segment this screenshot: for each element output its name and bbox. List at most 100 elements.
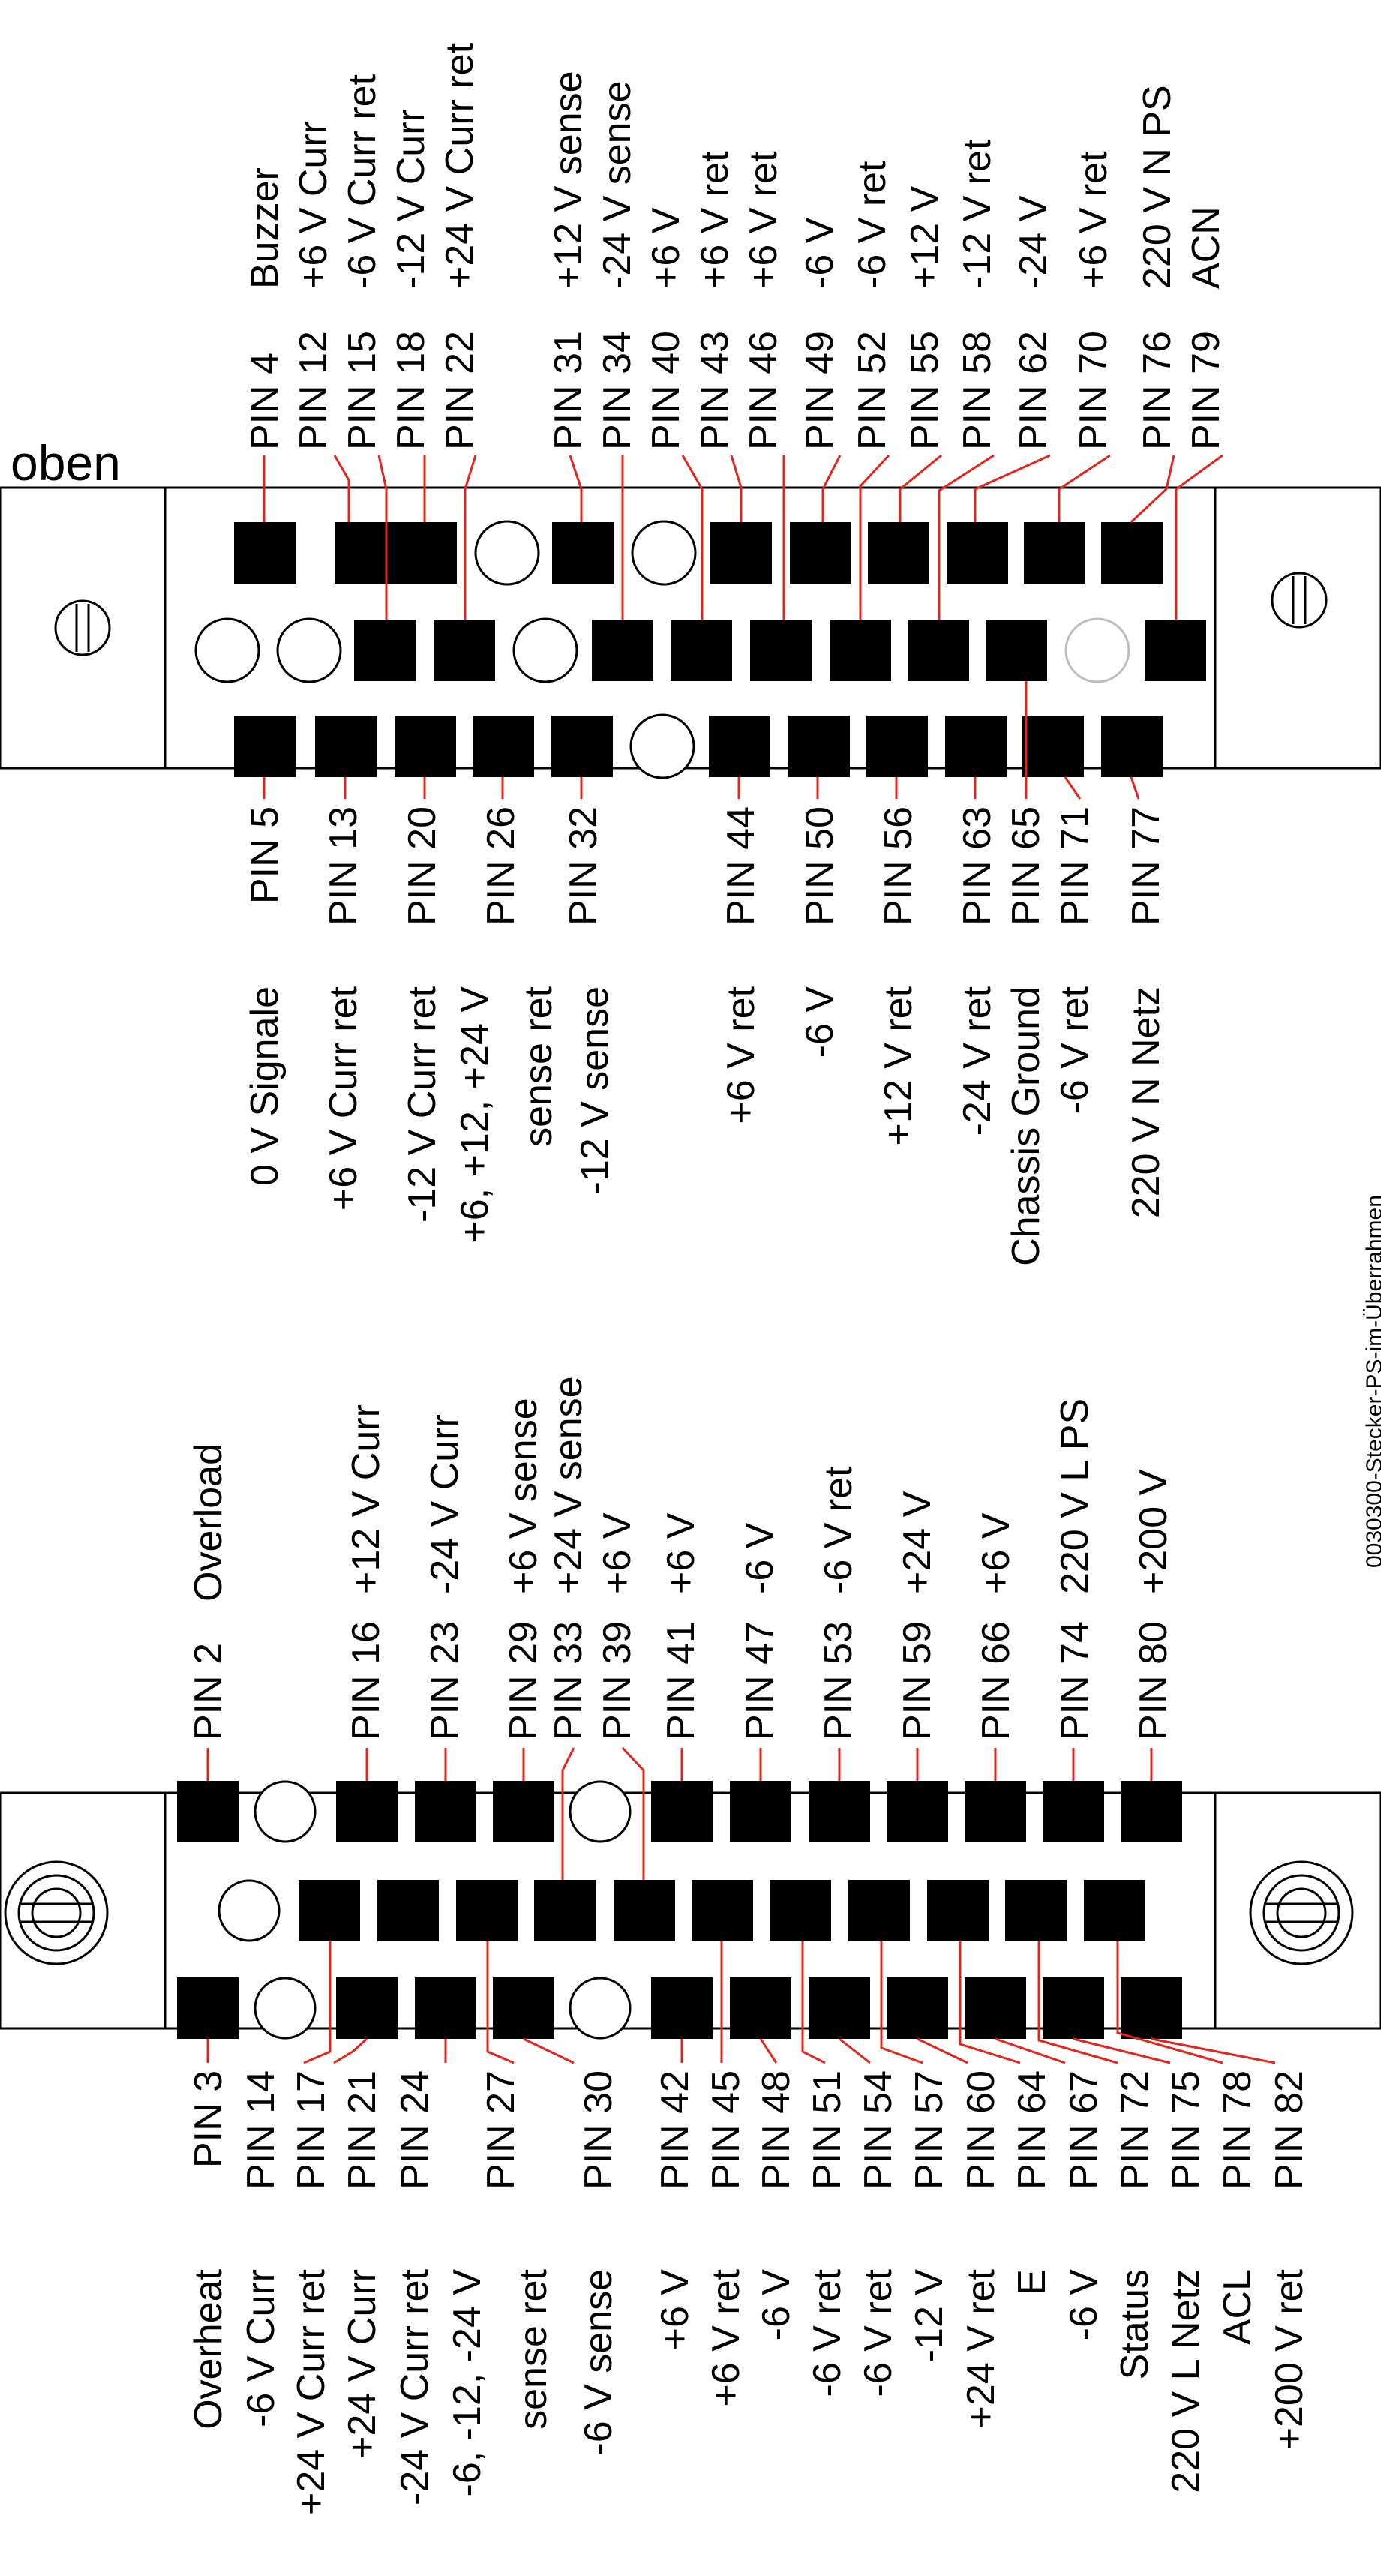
upper-bottom-signal-label: -12 V Curr ret: [401, 986, 444, 1223]
lower-bottom-signal-label: ACL: [1216, 2269, 1259, 2345]
lower-top-row-labels: PIN 2 Overload PIN 16 +12 V Curr PIN 23 …: [187, 1376, 1175, 1740]
upper-screw-right-icon: [1271, 572, 1328, 629]
upper-top-pin-label: PIN 31: [547, 331, 590, 450]
lower-bottom-pin-label: PIN 45: [704, 2070, 748, 2190]
upper-bottom-pin-label: PIN 44: [719, 806, 763, 926]
upper-bottom-signal-label: +12 V ret: [877, 986, 920, 1145]
lower-bottom-signal-label: -6 V Curr: [239, 2269, 283, 2427]
lower-top-signal-label: 220 V L PS: [1053, 1398, 1097, 1594]
upper-screw-left-icon: [54, 599, 111, 656]
lower-bottom-signal-label: -6 V sense: [577, 2269, 620, 2456]
upper-top-signal-label: -6 V ret: [851, 161, 894, 289]
upper-top-pin-label: PIN 52: [851, 331, 894, 450]
lower-screw-left-icon: [4, 1860, 109, 1965]
footer-label: 0030300-Stecker-PS-im-Überrahmen: [1362, 1195, 1381, 1568]
lower-bottom-signal-label: +6 V ret: [704, 2268, 748, 2406]
upper-top-pin-label: PIN 70: [1072, 331, 1115, 450]
lower-bottom-signal-label: +24 V Curr ret: [290, 2268, 333, 2515]
upper-top-signal-label: +12 V: [903, 185, 947, 289]
top-label: oben: [11, 435, 121, 491]
lower-connector: PIN 2 Overload PIN 16 +12 V Curr PIN 23 …: [0, 1376, 1381, 2515]
lower-top-signal-label: +6 V: [596, 1512, 639, 1594]
lower-top-pin-label: PIN 41: [659, 1621, 703, 1740]
lower-top-pin-label: PIN 66: [974, 1621, 1018, 1740]
lower-bottom-pin-label: PIN 54: [857, 2070, 900, 2190]
lower-top-signal-label: +12 V Curr: [344, 1404, 388, 1594]
upper-top-row-labels: PIN 4 Buzzer PIN 12 +6 V Curr PIN 15 -6 …: [243, 42, 1228, 450]
upper-top-signal-label: -24 V: [1012, 195, 1055, 289]
lower-top-signal-label: +200 V: [1132, 1469, 1175, 1594]
upper-bottom-signal-label: sense ret: [517, 986, 560, 1146]
upper-top-pin-label: PIN 62: [1012, 331, 1055, 450]
upper-bottom-signal-label: +6, +12, +24 V: [453, 986, 497, 1244]
upper-top-pin-label: PIN 76: [1136, 331, 1179, 450]
upper-top-signal-label: -12 V ret: [956, 139, 999, 289]
lower-top-pin-label: PIN 16: [344, 1621, 388, 1740]
lower-top-pin-label: PIN 59: [896, 1621, 939, 1740]
lower-bottom-signal-label: -6 V: [755, 2269, 798, 2341]
upper-top-signal-label: +6 V ret: [693, 151, 737, 289]
upper-top-pin-label: PIN 4: [243, 353, 287, 450]
upper-bottom-signal-label: 0 V Signale: [243, 986, 287, 1186]
upper-leader-lines: [263, 454, 1223, 800]
lower-top-pin-label: PIN 47: [738, 1621, 782, 1740]
upper-top-row-pins: [234, 520, 1163, 586]
upper-bottom-pin-label: PIN 5: [243, 806, 287, 904]
lower-top-signal-label: +24 V: [896, 1491, 939, 1594]
lower-bottom-pin-label: PIN 57: [908, 2070, 951, 2190]
upper-bottom-signal-label: -12 V sense: [573, 986, 617, 1195]
lower-bottom-signal-label: -6 V ret: [857, 2268, 900, 2397]
lower-screw-right-icon: [1249, 1860, 1354, 1965]
upper-top-signal-label: +6 V ret: [1072, 151, 1115, 289]
lower-bottom-pin-label: PIN 78: [1216, 2070, 1259, 2190]
upper-bottom-pin-label: PIN 26: [479, 806, 523, 926]
lower-bottom-pin-label: PIN 27: [479, 2070, 523, 2190]
upper-top-signal-label: +6 V Curr: [292, 121, 335, 289]
upper-connector: PIN 4 Buzzer PIN 12 +6 V Curr PIN 15 -6 …: [0, 42, 1381, 1266]
lower-bottom-signal-label: -6 V ret: [806, 2268, 849, 2397]
lower-bottom-pin-label: PIN 82: [1268, 2070, 1311, 2190]
lower-bottom-pin-label: PIN 67: [1062, 2070, 1106, 2190]
lower-top-signal-label: -24 V Curr: [423, 1414, 467, 1594]
lower-top-pin-label: PIN 23: [423, 1621, 467, 1740]
lower-bottom-signal-label: E: [1010, 2269, 1054, 2295]
upper-middle-row-pins: [194, 617, 1206, 683]
lower-bottom-pin-label: PIN 17: [290, 2070, 333, 2190]
upper-bottom-signal-label: -24 V ret: [956, 986, 999, 1136]
upper-frame: [0, 486, 1381, 770]
lower-top-row-pins: [177, 1780, 1182, 1843]
lower-bottom-pin-label: PIN 64: [1010, 2070, 1054, 2190]
lower-bottom-pin-label: PIN 42: [653, 2070, 697, 2190]
upper-top-signal-label: +24 V Curr ret: [438, 42, 482, 289]
lower-bottom-pin-label: PIN 24: [393, 2070, 437, 2190]
lower-top-pin-label: PIN 29: [502, 1621, 545, 1740]
upper-bottom-signal-label: +6 V ret: [719, 986, 763, 1124]
upper-top-pin-label: PIN 43: [693, 331, 737, 450]
lower-bottom-signal-label: -6, -12, -24 V: [446, 2269, 489, 2497]
lower-bottom-pin-label: PIN 75: [1164, 2070, 1208, 2190]
lower-bottom-pin-label: PIN 14: [239, 2070, 283, 2190]
lower-top-signal-label: -6 V: [738, 1522, 782, 1594]
lower-top-pin-label: PIN 2: [187, 1643, 230, 1740]
upper-top-pin-label: PIN 22: [438, 331, 482, 450]
upper-bottom-pin-label: PIN 65: [1004, 806, 1048, 926]
upper-bottom-pin-label: PIN 56: [877, 806, 920, 926]
upper-top-pin-label: PIN 49: [798, 331, 842, 450]
lower-top-signal-label: +6 V sense: [502, 1398, 545, 1594]
upper-bottom-signal-label: -6 V ret: [1053, 986, 1097, 1114]
upper-top-pin-label: PIN 34: [596, 331, 639, 450]
lower-top-pin-label: PIN 33: [547, 1621, 590, 1740]
lower-top-pin-label: PIN 74: [1053, 1621, 1097, 1740]
lower-bottom-pin-label: PIN 60: [959, 2070, 1003, 2190]
lower-top-pin-label: PIN 53: [817, 1621, 860, 1740]
lower-top-signal-label: -6 V ret: [817, 1466, 860, 1594]
lower-bottom-pin-label: PIN 21: [341, 2070, 384, 2190]
upper-top-pin-label: PIN 12: [292, 331, 335, 450]
lower-bottom-pin-label: PIN 30: [577, 2070, 620, 2190]
upper-top-pin-label: PIN 79: [1184, 331, 1228, 450]
upper-top-pin-label: PIN 18: [389, 331, 433, 450]
lower-bottom-row-pins: [177, 1977, 1182, 2040]
upper-top-pin-label: PIN 40: [644, 331, 688, 450]
upper-top-pin-label: PIN 46: [742, 331, 785, 450]
